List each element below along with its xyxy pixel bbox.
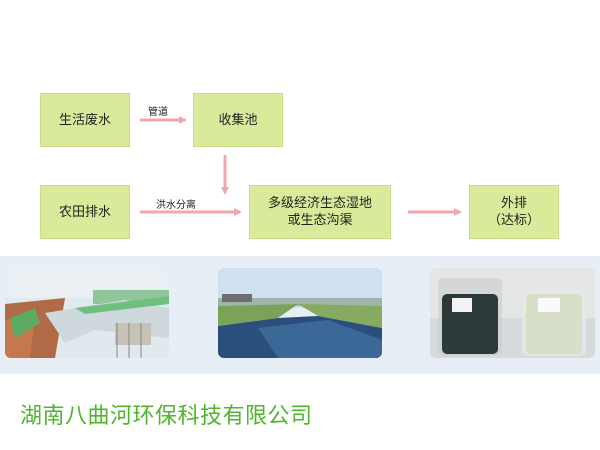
ecological-channel-photo bbox=[218, 268, 382, 358]
node-label-line2: （达标） bbox=[488, 212, 540, 229]
node-label-line1: 多级经济生态湿地 bbox=[268, 195, 372, 212]
node-label-line2: 或生态沟渠 bbox=[287, 212, 352, 229]
node-collection-pool: 收集池 bbox=[193, 93, 283, 147]
node-label: 农田排水 bbox=[59, 204, 111, 221]
node-label: 收集池 bbox=[218, 112, 257, 129]
water-sample-beakers-photo bbox=[430, 268, 595, 358]
edge-label-flood-separation: 洪水分离 bbox=[156, 196, 196, 211]
edge-label-pipe: 管道 bbox=[148, 103, 168, 118]
company-name: 湖南八曲河环保科技有限公司 bbox=[20, 398, 313, 430]
node-label: 生活废水 bbox=[59, 112, 111, 129]
node-farmland-drainage: 农田排水 bbox=[40, 185, 130, 239]
node-discharge: 外排 （达标） bbox=[469, 185, 559, 239]
node-label-line1: 外排 bbox=[501, 195, 527, 212]
construction-site-photo bbox=[5, 268, 169, 358]
node-domestic-wastewater: 生活废水 bbox=[40, 93, 130, 147]
node-ecological-wetland: 多级经济生态湿地 或生态沟渠 bbox=[249, 185, 391, 239]
